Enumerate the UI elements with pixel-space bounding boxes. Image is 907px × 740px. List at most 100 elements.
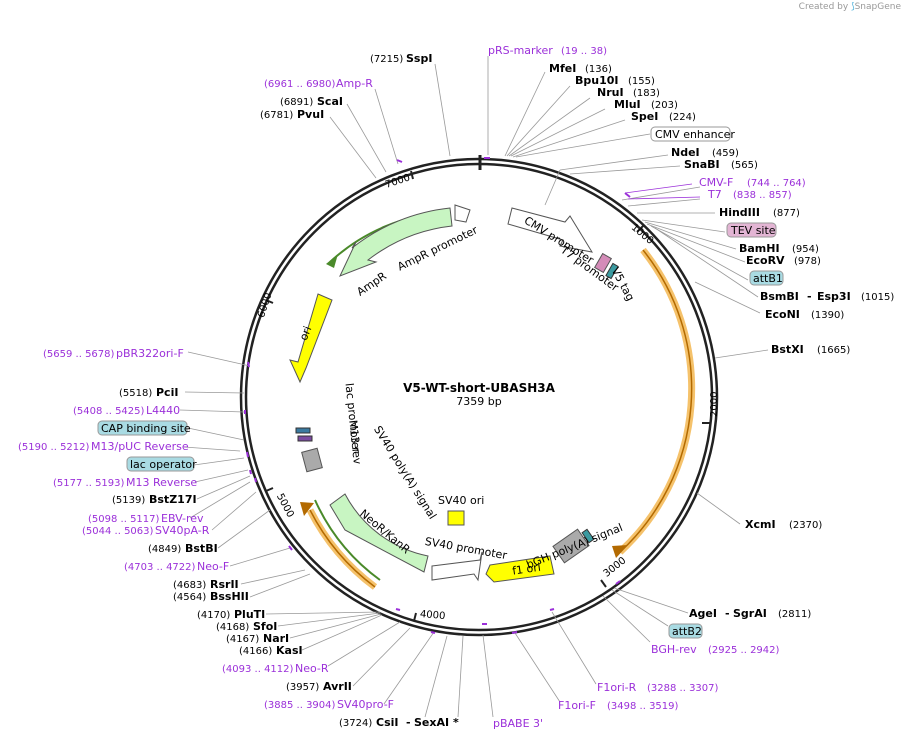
tev-site-tag — [726, 222, 777, 238]
sfoi-name: SfoI — [253, 620, 277, 633]
lac-operator-label: lac operator — [130, 458, 197, 471]
ori-label: ori — [297, 324, 314, 342]
bghrev-name: BGH-rev — [651, 643, 697, 656]
ampr-label: AmpR — [354, 269, 389, 298]
ticks — [265, 170, 710, 622]
pbr322-pos: (5659 .. 5678) — [43, 349, 115, 360]
sv40par-name: SV40pA-R — [155, 524, 210, 537]
ecorv-pos: (978) — [794, 256, 821, 267]
bstz17i-pos: (5139) — [112, 495, 145, 506]
ebvrev-pos: (5098 .. 5117) — [88, 514, 160, 525]
bamhi-name: BamHI — [739, 242, 780, 255]
bpu10i-name: Bpu10I — [575, 74, 619, 87]
f1orif-name: F1ori-F — [558, 699, 596, 712]
neo-orf-line — [309, 509, 376, 588]
bsmbi-name: BsmBI — [760, 290, 799, 303]
pluti-pos: (4170) — [197, 610, 230, 621]
scai-name: ScaI — [317, 95, 343, 108]
cap-site-tag — [97, 420, 188, 436]
bstxi-pos: (1665) — [817, 345, 850, 356]
cmv-enhancer-label: CMV enhancer — [655, 128, 735, 141]
pbabe3-name: pBABE 3' — [493, 717, 543, 730]
cmv-promoter-arrow — [507, 207, 594, 253]
bpu10i-pos: (155) — [628, 76, 655, 87]
f1orir-pos: (3288 .. 3307) — [647, 683, 719, 694]
mlui-pos: (203) — [651, 100, 678, 111]
econi-name: EcoNI — [765, 308, 800, 321]
spei-name: SpeI — [631, 110, 658, 123]
tick-7000: 7000 — [384, 172, 412, 190]
csii-sep: - — [406, 716, 411, 729]
econi-pos: (1390) — [811, 310, 844, 321]
tev-site-label: TEV site — [730, 224, 776, 237]
l4440-name: L4440 — [146, 404, 180, 417]
tick-2000: 2000 — [709, 392, 720, 417]
credit-brand: SnapGene — [854, 2, 901, 12]
snabi-name: SnaBI — [684, 158, 720, 171]
ampr-arrow — [339, 207, 453, 277]
left-leaders — [179, 63, 451, 718]
neor-orf-line — [314, 499, 381, 581]
cap-site-label: CAP binding site — [101, 422, 191, 435]
sv40prof-name: SV40pro-F — [337, 698, 394, 711]
tev-site-box — [593, 252, 613, 274]
bghrev-pos: (2925 .. 2942) — [708, 645, 780, 656]
pvui-name: PvuI — [297, 108, 324, 121]
spei-pos: (224) — [669, 112, 696, 123]
m13puc-pos: (5190 .. 5212) — [18, 442, 90, 453]
sgrai-name: SgrAI — [733, 607, 767, 620]
pcii-pos: (5518) — [119, 388, 152, 399]
sexai-star: * — [453, 716, 459, 729]
kasi-pos: (4166) — [239, 646, 272, 657]
bsshii-pos: (4564) — [173, 592, 206, 603]
agei-pos: (2811) — [778, 609, 811, 620]
ndei-pos: (459) — [712, 148, 739, 159]
f1-ori-arrow — [485, 555, 555, 583]
m13rev-pos: (5177 .. 5193) — [53, 478, 125, 489]
sv40prof-pos: (3885 .. 3904) — [264, 700, 336, 711]
ori-arrow — [289, 293, 333, 384]
primer-leaders — [624, 183, 701, 200]
nari-pos: (4167) — [226, 634, 259, 645]
ampr-primer-pos: (6961 .. 6980) — [264, 79, 336, 90]
xcmi-pos: (2370) — [789, 520, 822, 531]
tick-4000: 4000 — [419, 609, 445, 622]
snabi-pos: (565) — [731, 160, 758, 171]
sv40par-pos: (5044 .. 5063) — [82, 526, 154, 537]
l4440-pos: (5408 .. 5425) — [73, 406, 145, 417]
insert-orf-line — [619, 249, 693, 553]
snapgene-logo-icon: ⟆ — [851, 2, 855, 12]
f1orif-pos: (3498 .. 3519) — [607, 701, 679, 712]
sfoi-pos: (4168) — [216, 622, 249, 633]
ampr-promoter-arrow — [454, 204, 471, 223]
bgh-polya-box — [552, 528, 590, 564]
avrii-pos: (3957) — [286, 682, 319, 693]
ebvrev-name: EBV-rev — [161, 512, 204, 525]
pvui-pos: (6781) — [260, 110, 293, 121]
attb2-label: attB2 — [672, 625, 702, 638]
m13puc-name: M13/pUC Reverse — [91, 440, 189, 453]
neo-orf-arrow — [300, 502, 314, 516]
neor-primer-pos: (4093 .. 4112) — [222, 664, 294, 675]
prs-marker-pos: (19 .. 38) — [561, 46, 607, 57]
sspi-pos: (7215) — [370, 54, 403, 65]
nrui-name: NruI — [597, 86, 624, 99]
rsrii-pos: (4683) — [173, 580, 206, 591]
bsmbi-sep: - — [807, 290, 812, 303]
sv40-ori-label: SV40 ori — [438, 494, 484, 507]
cmvf-name: CMV-F — [699, 176, 733, 189]
right-labels: pRS-marker (19 .. 38) MfeI (136) Bpu10I … — [488, 44, 894, 730]
attb1-label: attB1 — [753, 272, 783, 285]
bstz17i-name: BstZ17I — [149, 493, 197, 506]
attb2-tag — [668, 623, 703, 639]
agei-name: AgeI — [689, 607, 717, 620]
ampr-primer-name: Amp-R — [336, 77, 373, 90]
hindiii-pos: (877) — [773, 208, 800, 219]
prs-marker-name: pRS-marker — [488, 44, 553, 57]
hindiii-name: HindIII — [719, 206, 760, 219]
sspi-name: SspI — [406, 52, 432, 65]
bsmbi-pos: (1015) — [861, 292, 894, 303]
right-leaders — [457, 56, 769, 718]
snapgene-credit: Created by ⟆SnapGene — [799, 2, 901, 12]
